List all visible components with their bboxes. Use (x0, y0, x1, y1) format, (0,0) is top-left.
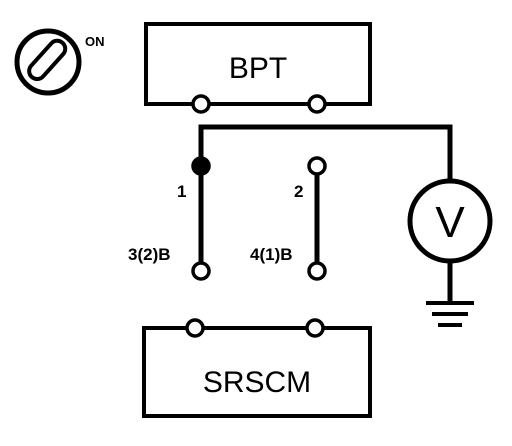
pin-4-terminal (307, 261, 327, 281)
bpt-label: BPT (229, 52, 287, 85)
bpt-box (144, 22, 372, 106)
voltmeter-label: V (435, 198, 465, 247)
srscm-terminal-right (305, 318, 325, 338)
bpt-terminal-right (307, 94, 327, 114)
voltmeter-icon (407, 178, 493, 264)
pin-2-label: 2 (294, 182, 303, 201)
pin-1-terminal (191, 156, 211, 176)
srscm-terminal-left (185, 318, 205, 338)
ignition-key-icon (14, 28, 82, 96)
pin-4-label: 4(1)B (250, 245, 293, 264)
pin-3-terminal (191, 261, 211, 281)
pin-2-terminal (307, 156, 327, 176)
pin-1-label: 1 (177, 182, 186, 201)
probe-wire (198, 124, 453, 180)
bpt-terminal-left (191, 94, 211, 114)
ignition-state-label: ON (85, 34, 105, 49)
wiring (198, 124, 453, 303)
srscm-label: SRSCM (203, 366, 311, 399)
ground-icon (426, 301, 474, 327)
srscm-box (142, 326, 372, 418)
pin-3-label: 3(2)B (128, 245, 171, 264)
